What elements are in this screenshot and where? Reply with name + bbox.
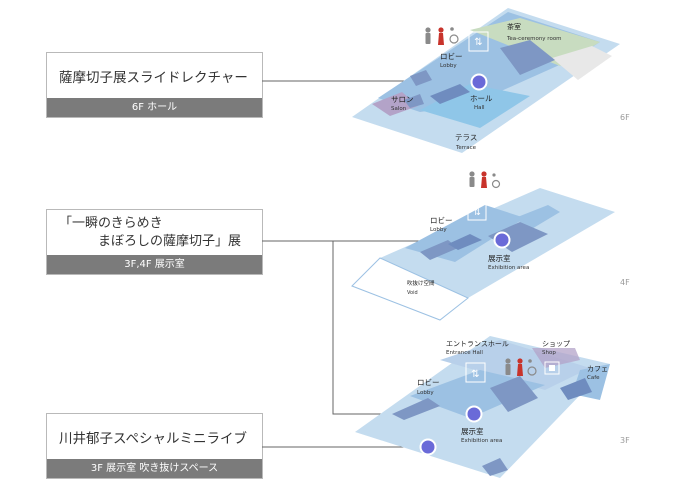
room-label-void-en: Void — [407, 290, 418, 296]
wheelchair-icon — [527, 359, 537, 376]
room-label-terrace-jp: テラス — [455, 133, 477, 142]
room-label-tea-en: Tea-ceremony room — [506, 36, 562, 42]
event-title-line: まぼろしの薩摩切子」展 — [59, 233, 242, 249]
room-label-cafe-jp: カフェ — [587, 365, 608, 373]
room-label-tea-jp: 茶室 — [507, 22, 521, 31]
room-label-exhibition-jp: 展示室 — [488, 253, 511, 263]
location-marker-icon[interactable] — [465, 405, 483, 423]
floor-label-6f: 6F — [620, 113, 630, 122]
toilet-women-icon — [438, 27, 444, 45]
room-label-lobby-en: Lobby — [417, 390, 434, 396]
room-label-terrace-en: Terrace — [455, 145, 477, 151]
floor-label-4f: 4F — [620, 278, 630, 287]
svg-text:⇅: ⇅ — [471, 369, 479, 380]
toilet-men-icon — [469, 171, 475, 187]
locker-icon — [544, 361, 560, 375]
floor-3f — [355, 336, 610, 478]
room-label-salon-en: Salon — [391, 106, 407, 112]
icons-6f: ⇅ — [425, 27, 489, 52]
event-title: 薩摩切子展スライドレクチャー — [47, 53, 262, 98]
wheelchair-icon — [449, 27, 459, 44]
event-location: 3F,4F 展示室 — [47, 255, 262, 274]
toilet-men-icon — [425, 27, 431, 44]
icons-4f: ⇅ — [467, 171, 501, 221]
elevator-icon: ⇅ — [468, 31, 489, 52]
location-marker-icon[interactable] — [493, 231, 511, 249]
event-title: 「一瞬のきらめき まぼろしの薩摩切子」展 — [47, 210, 262, 255]
room-label-hall-en: Hall — [474, 105, 485, 111]
room-label-entrance-jp: エントランスホール — [446, 340, 509, 348]
floor-label-3f: 3F — [620, 436, 630, 445]
icons-3f: ⇅ — [465, 358, 560, 383]
room-label-salon-jp: サロン — [391, 95, 414, 104]
svg-text:⇅: ⇅ — [473, 208, 481, 218]
floor-4f — [351, 188, 615, 321]
room-label-lobby-jp: ロビー — [417, 378, 440, 387]
room-label-lobby-en: Lobby — [440, 63, 457, 69]
toilet-women-icon — [517, 358, 523, 376]
toilet-women-icon — [481, 171, 487, 188]
room-label-shop-en: Shop — [542, 350, 556, 356]
svg-text:⇅: ⇅ — [474, 37, 482, 48]
event-title: 川井郁子スペシャルミニライブ — [47, 414, 262, 459]
room-label-entrance-en: Entrance Hall — [446, 350, 483, 356]
event-location: 6F ホール — [47, 98, 262, 117]
room-label-hall-jp: ホール — [470, 94, 493, 103]
event-title-line: 川井郁子スペシャルミニライブ — [59, 430, 248, 447]
room-label-void-jp: 吹抜け空間 — [407, 279, 435, 287]
room-label-lobby-jp: ロビー — [430, 216, 453, 225]
event-card-slide-lecture[interactable]: 薩摩切子展スライドレクチャー 6F ホール — [46, 52, 263, 118]
elevator-icon: ⇅ — [467, 201, 487, 221]
room-label-exhibition-en: Exhibition area — [461, 438, 502, 444]
elevator-icon: ⇅ — [465, 362, 486, 383]
room-label-exhibition-en: Exhibition area — [488, 265, 529, 271]
wheelchair-icon — [491, 173, 501, 189]
event-card-exhibition[interactable]: 「一瞬のきらめき まぼろしの薩摩切子」展 3F,4F 展示室 — [46, 209, 263, 275]
room-label-lobby-jp: ロビー — [440, 52, 463, 61]
location-marker-icon[interactable] — [470, 73, 488, 91]
room-label-lobby-en: Lobby — [430, 227, 447, 233]
toilet-men-icon — [505, 358, 511, 375]
location-marker-icon[interactable] — [419, 438, 437, 456]
event-card-mini-live[interactable]: 川井郁子スペシャルミニライブ 3F 展示室 吹き抜けスペース — [46, 413, 263, 479]
event-title-line: 薩摩切子展スライドレクチャー — [59, 69, 248, 86]
room-label-shop-jp: ショップ — [542, 340, 570, 348]
room-label-cafe-en: Cafe — [587, 375, 600, 381]
event-location: 3F 展示室 吹き抜けスペース — [47, 459, 262, 478]
event-title-line: 「一瞬のきらめき — [59, 215, 163, 231]
room-label-exhibition-jp: 展示室 — [461, 426, 484, 436]
